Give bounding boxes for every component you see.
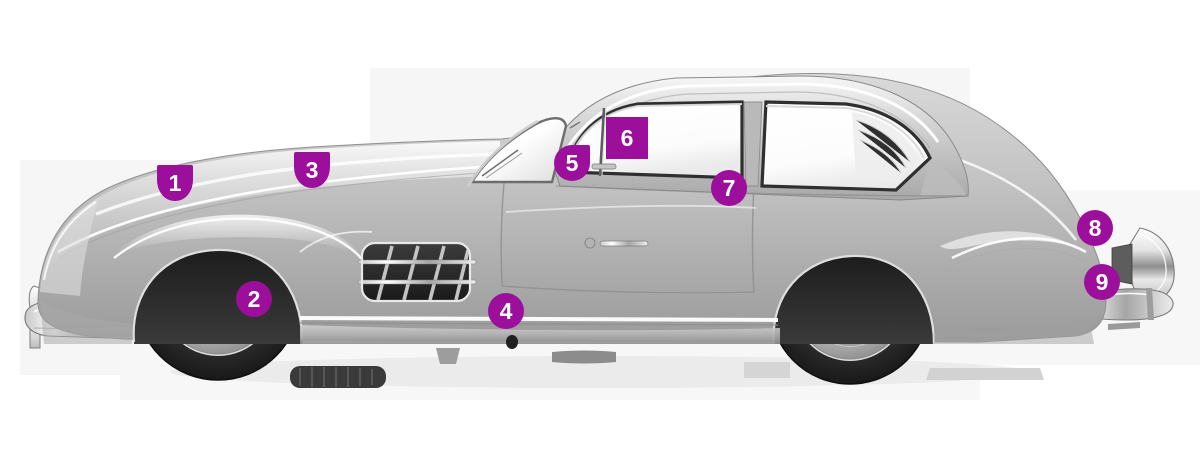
door-handle [584,237,649,249]
hotspot-number-3: 3 [305,156,319,183]
hotspot-number-9: 9 [1095,268,1109,295]
hotspot-number-8: 8 [1088,214,1102,241]
undercarriage-details [290,348,1044,388]
hotspot-number-1: 1 [168,169,182,196]
hotspot-marker-4[interactable]: 4 [488,293,524,329]
hotspot-marker-7[interactable]: 7 [711,170,747,206]
side-fender-vent [357,241,477,303]
cabin-greenhouse [466,75,969,201]
hotspot-number-6: 6 [620,124,634,151]
hotspot-number-5: 5 [565,149,579,176]
hotspot-marker-5[interactable]: 5 [554,145,590,181]
hotspot-number-7: 7 [722,174,736,201]
hotspot-number-4: 4 [499,297,513,324]
hotspot-marker-6[interactable]: 6 [606,117,648,159]
hotspot-marker-9[interactable]: 9 [1084,264,1120,300]
hotspot-number-2: 2 [247,285,261,312]
hotspot-marker-8[interactable]: 8 [1077,210,1113,246]
hotspot-marker-2[interactable]: 2 [236,281,272,317]
